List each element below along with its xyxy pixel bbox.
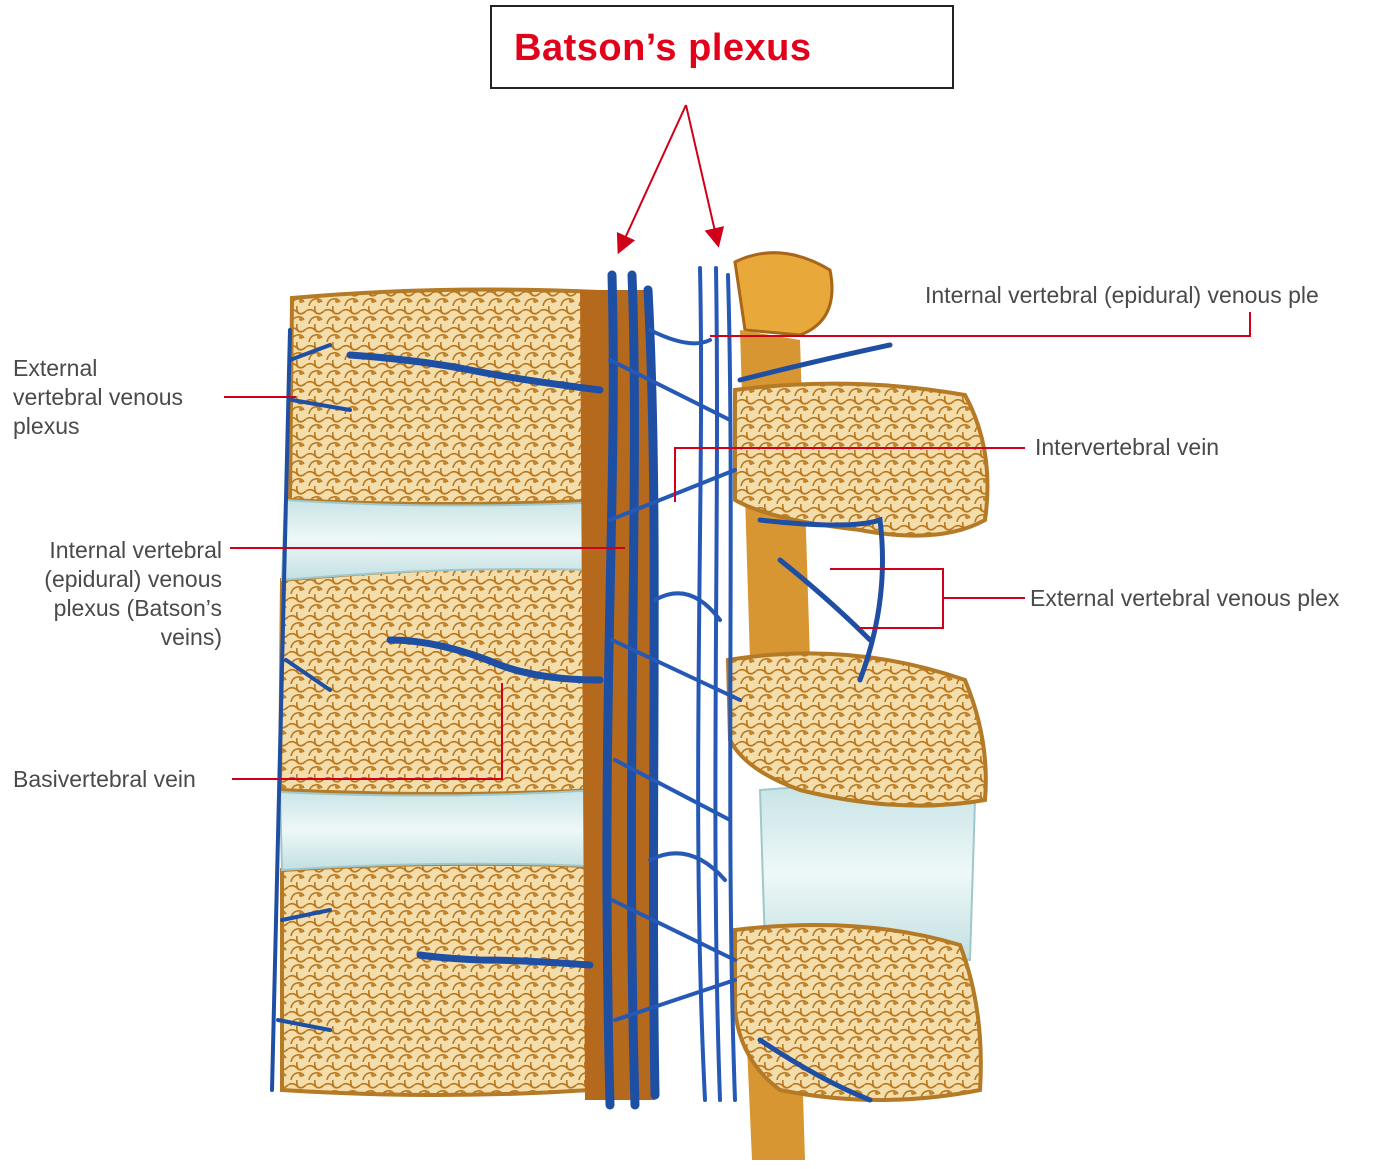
vertebral-body-middle bbox=[280, 568, 598, 795]
label-internal-vertebral-venous-plexus-right: Internal vertebral (epidural) venous ple bbox=[925, 281, 1319, 310]
label-line: External bbox=[13, 354, 183, 383]
label-line: veins) bbox=[10, 623, 222, 652]
title-pointer-arrows bbox=[621, 105, 717, 247]
title-box: Batson’s plexus bbox=[490, 5, 954, 89]
label-basivertebral-vein: Basivertebral vein bbox=[13, 765, 196, 794]
label-line: plexus bbox=[13, 412, 183, 441]
leader-external-plexus-right bbox=[830, 569, 1025, 628]
vertebral-body-upper bbox=[290, 290, 608, 504]
label-line: Internal vertebral bbox=[10, 536, 222, 565]
articular-process-middle bbox=[728, 653, 986, 805]
title-arrow-left bbox=[621, 105, 686, 247]
posterior-elements bbox=[580, 253, 988, 1160]
label-internal-vertebral-venous-plexus-left: Internal vertebral (epidural) venous ple… bbox=[10, 536, 222, 652]
vertebral-bodies bbox=[280, 290, 608, 1095]
articular-process-lower bbox=[735, 925, 981, 1100]
title-arrow-right bbox=[686, 105, 717, 240]
label-line: vertebral venous bbox=[13, 383, 183, 412]
label-line: (epidural) venous bbox=[10, 565, 222, 594]
articular-process-upper bbox=[735, 384, 988, 536]
label-external-vertebral-venous-plexus-left: External vertebral venous plexus bbox=[13, 354, 183, 441]
label-external-vertebral-venous-plexus-right: External vertebral venous plex bbox=[1030, 584, 1339, 613]
intervertebral-disc-upper bbox=[282, 500, 605, 580]
intervertebral-disc-lower bbox=[280, 790, 598, 870]
label-intervertebral-vein: Intervertebral vein bbox=[1035, 433, 1219, 462]
diagram-title: Batson’s plexus bbox=[514, 27, 812, 70]
spinous-process-top bbox=[735, 253, 832, 335]
vertebral-body-lower bbox=[282, 864, 590, 1095]
label-line: plexus (Batson’s bbox=[10, 594, 222, 623]
